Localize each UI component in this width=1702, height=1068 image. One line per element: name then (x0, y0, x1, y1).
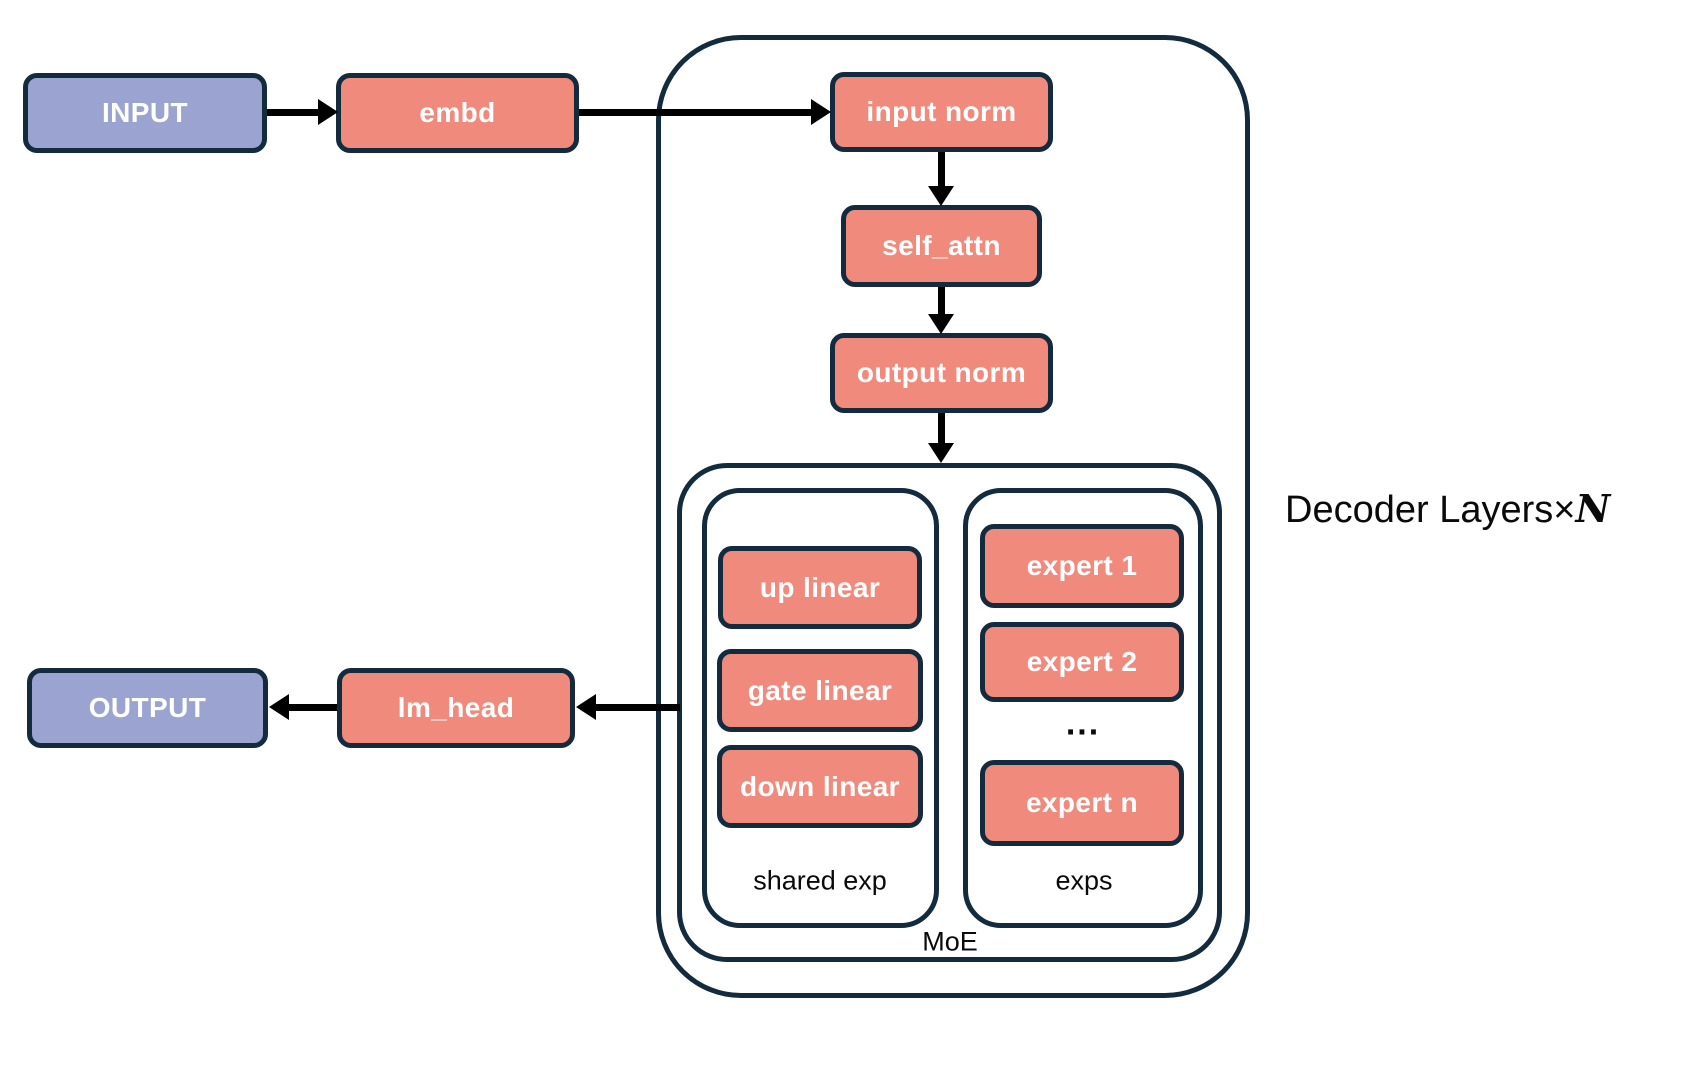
output-node-label: OUTPUT (88, 692, 207, 723)
expert-1-node-label: expert 1 (1026, 550, 1138, 581)
expert-2-node: expert 2 (980, 622, 1184, 702)
arrowhead-moe-to-lm-head (576, 694, 596, 720)
arrow-embd-to-input-norm (579, 109, 813, 116)
decoder-layers-annotation: Decoder Layers×N (1285, 486, 1610, 532)
arrow-input-to-embd (267, 109, 321, 116)
arrow-lm-head-to-output (287, 704, 337, 711)
arrowhead-lm-head-to-output (269, 694, 289, 720)
self-attn-node-label: self_attn (882, 230, 1001, 261)
decoder-layers-text: Decoder Layers (1285, 489, 1554, 531)
output-node: OUTPUT (27, 668, 268, 748)
arrow-moe-to-lm-head (594, 704, 680, 711)
decoder-layers-container (656, 35, 1250, 998)
times-symbol: × (1553, 489, 1576, 531)
self-attn-node: self_attn (841, 205, 1042, 287)
input-norm-node-label: input norm (866, 96, 1017, 127)
input-node: INPUT (23, 73, 267, 153)
down-linear-node-label: down linear (740, 770, 900, 802)
up-linear-node-label: up linear (759, 571, 881, 603)
lm-head-node: lm_head (337, 668, 575, 748)
gate-linear-node-label: gate linear (747, 674, 893, 706)
up-linear-node: up linear (718, 546, 922, 629)
embd-node-label: embd (419, 97, 496, 128)
down-linear-node: down linear (717, 745, 923, 828)
expert-n-node: expert n (980, 760, 1184, 846)
shared-exp-container (702, 488, 939, 928)
expert-1-node: expert 1 (980, 524, 1184, 608)
moe-container (677, 463, 1222, 962)
arrowhead-embd-to-input-norm (811, 99, 831, 125)
layer-count-symbol: N (1575, 486, 1611, 531)
arrowhead-output-norm-to-moe (928, 443, 954, 463)
embd-node: embd (336, 73, 579, 153)
input-node-label: INPUT (102, 97, 188, 128)
output-norm-node: output norm (830, 333, 1053, 413)
experts-ellipsis: ... (1065, 704, 1101, 743)
arrowhead-self-attn-to-output-norm (928, 314, 954, 334)
lm-head-node-label: lm_head (397, 692, 515, 723)
arrow-input-norm-to-self-attn (938, 152, 945, 188)
exps-container (963, 488, 1203, 928)
shared-exp-label: shared exp (753, 865, 887, 896)
arrowhead-input-norm-to-self-attn (928, 186, 954, 206)
expert-n-node-label: expert n (1025, 787, 1139, 818)
input-norm-node: input norm (830, 72, 1053, 152)
exps-label: exps (1055, 865, 1113, 896)
gate-linear-node: gate linear (717, 649, 923, 732)
moe-label: MoE (922, 926, 978, 957)
expert-2-node-label: expert 2 (1026, 646, 1138, 677)
arrowhead-input-to-embd (318, 99, 338, 125)
output-norm-node-label: output norm (856, 357, 1027, 388)
arrow-self-attn-to-output-norm (938, 287, 945, 317)
arrow-output-norm-to-moe (938, 413, 945, 445)
